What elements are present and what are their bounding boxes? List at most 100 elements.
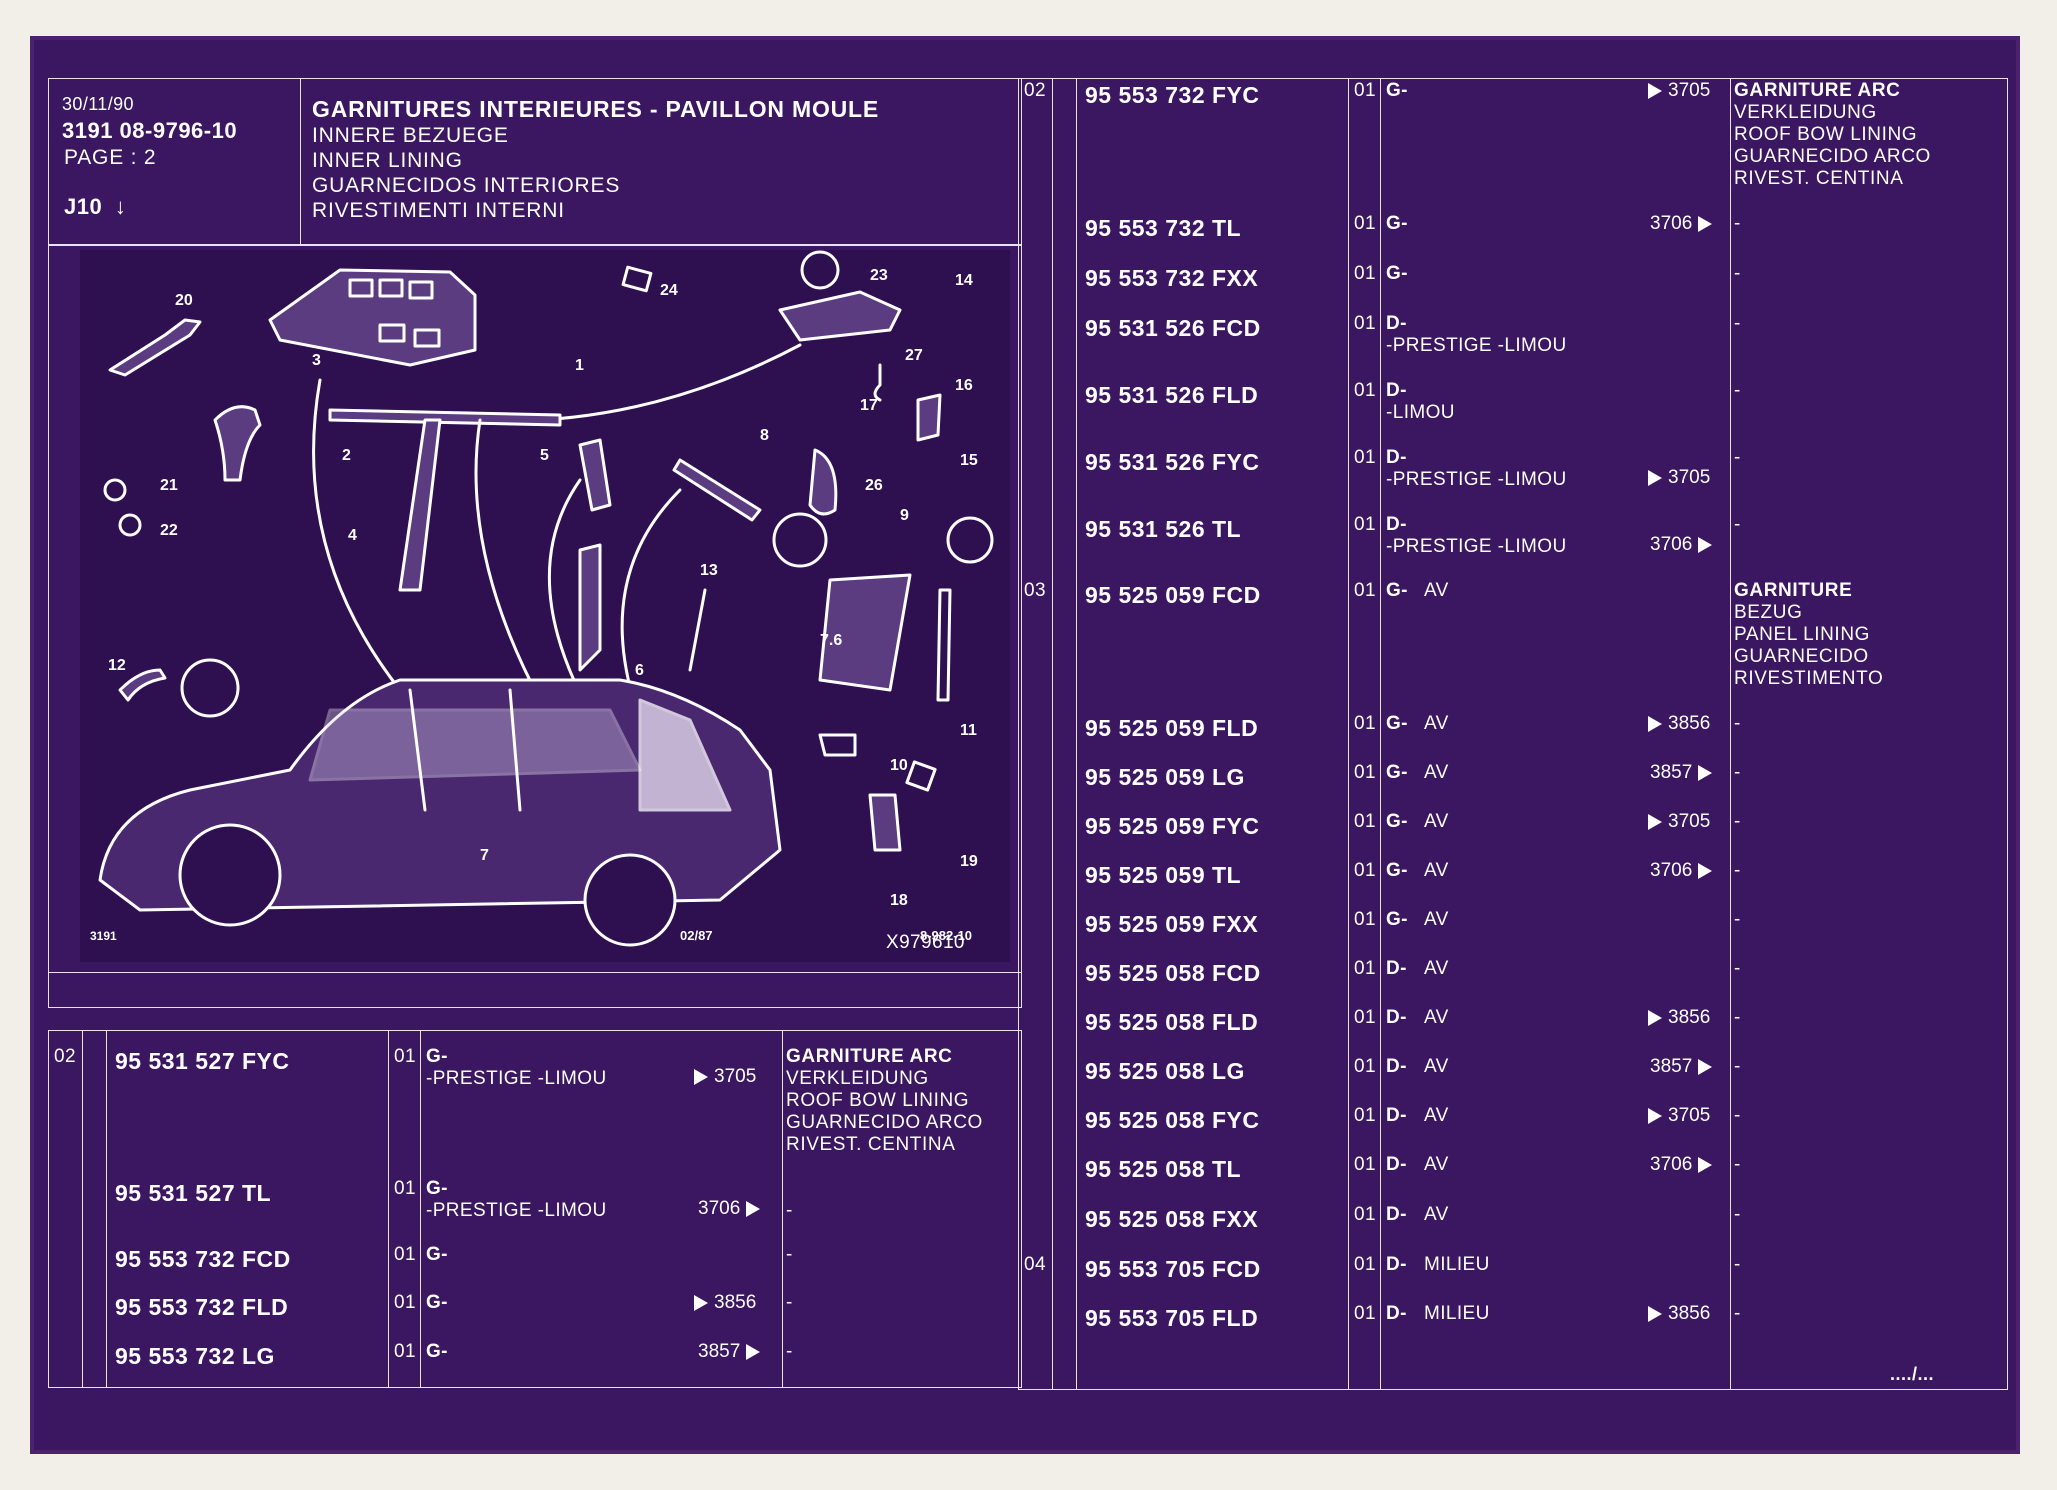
ref-number: 3705	[1648, 80, 1710, 102]
quantity: 01	[394, 1046, 416, 1067]
diagram-footer-left: 3191	[90, 929, 117, 943]
position: AV	[1424, 860, 1449, 881]
option-note: -PRESTIGE -LIMOU	[426, 1068, 607, 1089]
part-number: 95 525 058 FCD	[1085, 960, 1261, 986]
ref-value: 3857	[1650, 762, 1693, 783]
ref-number: 3706	[1650, 1154, 1713, 1176]
quantity: 01	[1354, 958, 1376, 979]
position: AV	[1424, 1007, 1449, 1028]
diagram-box	[48, 244, 1022, 1008]
callout-2: 2	[342, 447, 351, 464]
side: G-	[1386, 213, 1408, 234]
side: G-	[1386, 263, 1408, 284]
arrow-right-icon	[1648, 470, 1662, 486]
description-title: -	[786, 1341, 793, 1362]
ref-value: 3856	[714, 1292, 757, 1313]
callout-22: 22	[160, 522, 178, 539]
header-page: PAGE : 2	[64, 146, 157, 169]
part-number: 95 531 526 TL	[1085, 516, 1242, 542]
fig-number: 02	[1024, 80, 1046, 101]
side: G-	[1386, 713, 1408, 734]
side: D-	[1386, 514, 1407, 535]
arrow-right-icon	[1698, 216, 1713, 232]
quantity: 01	[1354, 447, 1376, 468]
part-number: 95 525 058 LG	[1085, 1058, 1245, 1084]
callout-4: 4	[348, 527, 357, 544]
position: AV	[1424, 713, 1449, 734]
callout-8: 8	[760, 427, 769, 444]
quantity: 01	[1354, 1204, 1376, 1225]
description-title: -	[1734, 1303, 1741, 1324]
part-number: 95 525 058 FYC	[1085, 1107, 1260, 1133]
callout-18: 18	[890, 892, 908, 909]
ref-value: 3706	[1650, 534, 1693, 555]
ref-number: 3705	[694, 1066, 756, 1088]
description-title: -	[786, 1292, 793, 1313]
quantity: 01	[1354, 263, 1376, 284]
left-table	[48, 1030, 1022, 1388]
callout-10: 10	[890, 757, 908, 774]
position: AV	[1424, 1154, 1449, 1175]
quantity: 01	[1354, 1254, 1376, 1275]
description-title: -	[786, 1200, 793, 1221]
description-line: ROOF BOW LINING	[786, 1090, 970, 1111]
position: AV	[1424, 1056, 1449, 1077]
option-note: -PRESTIGE -LIMOU	[1386, 335, 1567, 356]
ref-number: 3856	[694, 1292, 756, 1314]
description-line: GUARNECIDO ARCO	[786, 1112, 983, 1133]
description-line: VERKLEIDUNG	[786, 1068, 929, 1089]
callout-13: 13	[700, 562, 718, 579]
ref-value: 3856	[1668, 1007, 1711, 1028]
description-title: GARNITURE ARC	[1734, 80, 1901, 101]
ref-value: 3705	[1668, 467, 1711, 488]
description-title: -	[1734, 860, 1741, 881]
ref-number: 3705	[1648, 467, 1710, 489]
arrow-right-icon	[1698, 863, 1713, 879]
right-table	[1018, 78, 2008, 1390]
quantity: 01	[1354, 860, 1376, 881]
position: AV	[1424, 580, 1449, 601]
fig-number: 02	[54, 1046, 76, 1067]
diagram-ref: X979610	[886, 932, 965, 953]
parts-sheet: 30/11/90 3191 08-9796-10 PAGE : 2 J10 ↓ …	[30, 36, 2020, 1454]
side: G-	[426, 1178, 448, 1199]
description-title: -	[1734, 380, 1741, 401]
part-number: 95 531 527 TL	[115, 1180, 272, 1206]
ref-number: 3705	[1648, 811, 1710, 833]
description-line: GUARNECIDO ARCO	[1734, 146, 1931, 167]
description-title: -	[1734, 313, 1741, 334]
quantity: 01	[1354, 1105, 1376, 1126]
arrow-right-icon	[1698, 1059, 1713, 1075]
part-number: 95 553 732 FYC	[1085, 82, 1260, 108]
description-line: PANEL LINING	[1734, 624, 1871, 645]
ref-number: 3856	[1648, 1303, 1710, 1325]
option-note: -PRESTIGE -LIMOU	[1386, 469, 1567, 490]
description-title: -	[1734, 263, 1741, 284]
fig-number: 03	[1024, 580, 1046, 601]
arrow-right-icon	[1648, 814, 1662, 830]
arrow-right-icon	[746, 1201, 761, 1217]
ref-number: 3706	[1650, 213, 1713, 235]
side: G-	[426, 1046, 448, 1067]
header-section: J10 ↓	[64, 194, 127, 219]
callout-5: 5	[540, 447, 549, 464]
quantity: 01	[1354, 713, 1376, 734]
quantity: 01	[1354, 909, 1376, 930]
part-number: 95 525 058 FXX	[1085, 1206, 1259, 1232]
option-note: -PRESTIGE -LIMOU	[1386, 536, 1567, 557]
callout-11: 11	[960, 722, 977, 739]
description-title: -	[1734, 713, 1741, 734]
quantity: 01	[1354, 1007, 1376, 1028]
diagram-footer-right: 8-982-10	[920, 928, 972, 943]
side: D-	[1386, 1105, 1407, 1126]
ref-value: 3706	[1650, 213, 1693, 234]
side: D-	[1386, 380, 1407, 401]
quantity: 01	[394, 1178, 416, 1199]
ref-value: 3706	[1650, 1154, 1693, 1175]
header-title: GARNITURES INTERIEURES - PAVILLON MOULE	[312, 96, 880, 122]
part-number: 95 525 058 TL	[1085, 1156, 1242, 1182]
ref-number: 3705	[1648, 1105, 1710, 1127]
part-number: 95 525 059 FLD	[1085, 715, 1259, 741]
part-number: 95 531 526 FCD	[1085, 315, 1261, 341]
callout-7: 7	[480, 847, 489, 864]
